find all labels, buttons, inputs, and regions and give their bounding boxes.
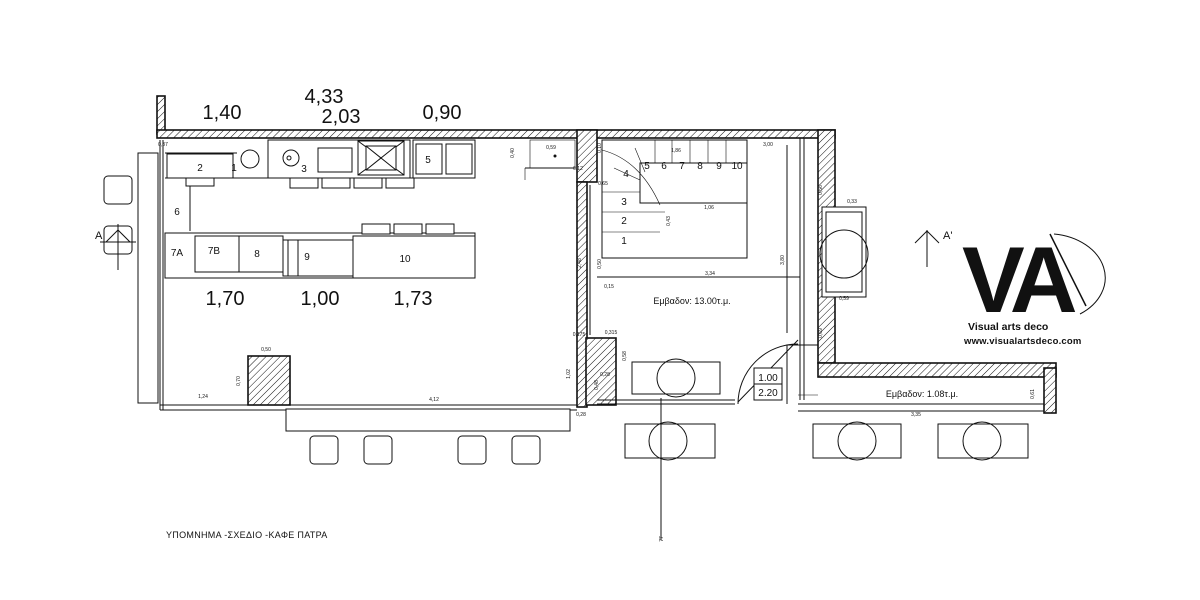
- dim-window-w: 0,33: [847, 199, 857, 205]
- door-height-label: 2.20: [758, 388, 778, 399]
- dim-top-right: 0,90: [423, 102, 462, 124]
- dim-stair-top: 1,86: [671, 148, 681, 154]
- kitchen-equipment: [164, 139, 476, 279]
- dim-bath-door: 0,12: [573, 166, 583, 172]
- dim-wall-b: 0,50: [597, 259, 603, 269]
- equip-5: 5: [425, 155, 431, 166]
- entrance-door: [737, 339, 799, 405]
- door-width-label: 1.00: [758, 373, 778, 384]
- dim-top-mid: 2,03: [322, 106, 361, 128]
- va-logo-mark: VA: [962, 227, 1106, 332]
- dim-stair-mid: 0,43: [666, 216, 672, 226]
- stair-4: 4: [623, 169, 629, 180]
- area-main-label: Εμβαδον: 13.00τ.μ.: [653, 296, 730, 306]
- dim-side-c: 0,28: [600, 372, 610, 378]
- outdoor-furniture: [285, 230, 1029, 540]
- stair-6: 6: [661, 161, 667, 172]
- brand-logo: VA Visual arts deco www.visualartsdeco.c…: [962, 227, 1112, 352]
- stair-2: 2: [621, 216, 627, 227]
- small-dimensions: 0,59 0,40 0,12 0,10 1,86 3,00 1,06 0,43 …: [158, 142, 1036, 542]
- dim-side-g: 0,48: [594, 380, 600, 390]
- dim-window-b: 0,59: [839, 296, 849, 302]
- interior-details: [524, 139, 869, 335]
- plan-caption: ΥΠΟΜΝΗΜΑ -ΣΧΕΔΙΟ -ΚΑΦΕ ΠΑΤΡΑ: [166, 530, 328, 540]
- dim-bottom-left: 1,70: [206, 288, 245, 310]
- dim-side-b: 0,28: [576, 412, 586, 418]
- dim-room-width: 3,34: [705, 271, 715, 277]
- equip-7a: 7A: [171, 248, 184, 259]
- dim-bottom-mid: 1,00: [301, 288, 340, 310]
- dim-bar-length: 4,12: [429, 397, 439, 403]
- dim-stair-inner: 1,06: [704, 205, 714, 211]
- brand-name: Visual arts deco: [968, 321, 1049, 333]
- section-marker-a: A: [95, 230, 103, 242]
- dim-terrace-width: 3,35: [911, 412, 921, 418]
- dim-room-depth: 3,80: [780, 255, 786, 265]
- dim-top-left: 1,40: [203, 102, 242, 124]
- dim-bottom-right: 1,73: [394, 288, 433, 310]
- dim-top-total: 4,33: [305, 86, 344, 108]
- dim-window-c: 0,69: [818, 328, 824, 338]
- dim-side-e: 0,315: [605, 330, 618, 336]
- stair-7: 7: [679, 161, 685, 172]
- stair-3: 3: [621, 197, 627, 208]
- dim-bath-w: 0,59: [546, 145, 556, 151]
- dim-pillar-h: 0,70: [236, 376, 242, 386]
- stair-10: 10: [731, 161, 743, 172]
- dim-terrace-side: 0,61: [1030, 389, 1036, 399]
- staircase: [601, 139, 748, 259]
- stair-1: 1: [621, 236, 627, 247]
- stair-9: 9: [716, 161, 722, 172]
- equip-2: 2: [197, 163, 203, 174]
- walls: [156, 95, 1057, 414]
- stair-8: 8: [697, 161, 703, 172]
- dim-left-seg: 1,24: [198, 394, 208, 400]
- left-exterior: [100, 152, 159, 404]
- dim-pillar-w: 0,50: [261, 347, 271, 353]
- dim-stair-width: 3,00: [763, 142, 773, 148]
- equip-7b: 7B: [208, 246, 221, 257]
- dim-window-h: 0,56: [818, 185, 824, 195]
- dim-bath-h: 0,40: [510, 148, 516, 158]
- dim-stair-side: 0,65: [598, 181, 608, 187]
- dim-side-a: 1,02: [566, 369, 572, 379]
- dim-side-d: 0,175: [573, 332, 586, 338]
- area-terrace-label: Εμβαδον: 1.08τ.μ.: [886, 389, 958, 399]
- dim-exit-mark: 77: [659, 536, 665, 542]
- dim-left-wall: 0,37: [158, 142, 168, 148]
- dim-wall-vert: 2,48: [577, 258, 583, 268]
- equip-3: 3: [301, 164, 307, 175]
- section-marker-a-prime: A': [943, 230, 952, 242]
- dim-wall-a: 0,10: [597, 143, 603, 153]
- logo-initials: VA: [962, 232, 1076, 322]
- equip-9: 9: [304, 252, 310, 263]
- equip-8: 8: [254, 249, 260, 260]
- brand-url[interactable]: www.visualartsdeco.com: [964, 336, 1082, 347]
- equip-6: 6: [174, 207, 180, 218]
- dim-side-f: 0,58: [622, 351, 628, 361]
- equip-10: 10: [399, 254, 411, 265]
- dim-wall-c: 0,15: [604, 284, 614, 290]
- equip-1: 1: [231, 163, 237, 174]
- stair-5: 5: [644, 161, 650, 172]
